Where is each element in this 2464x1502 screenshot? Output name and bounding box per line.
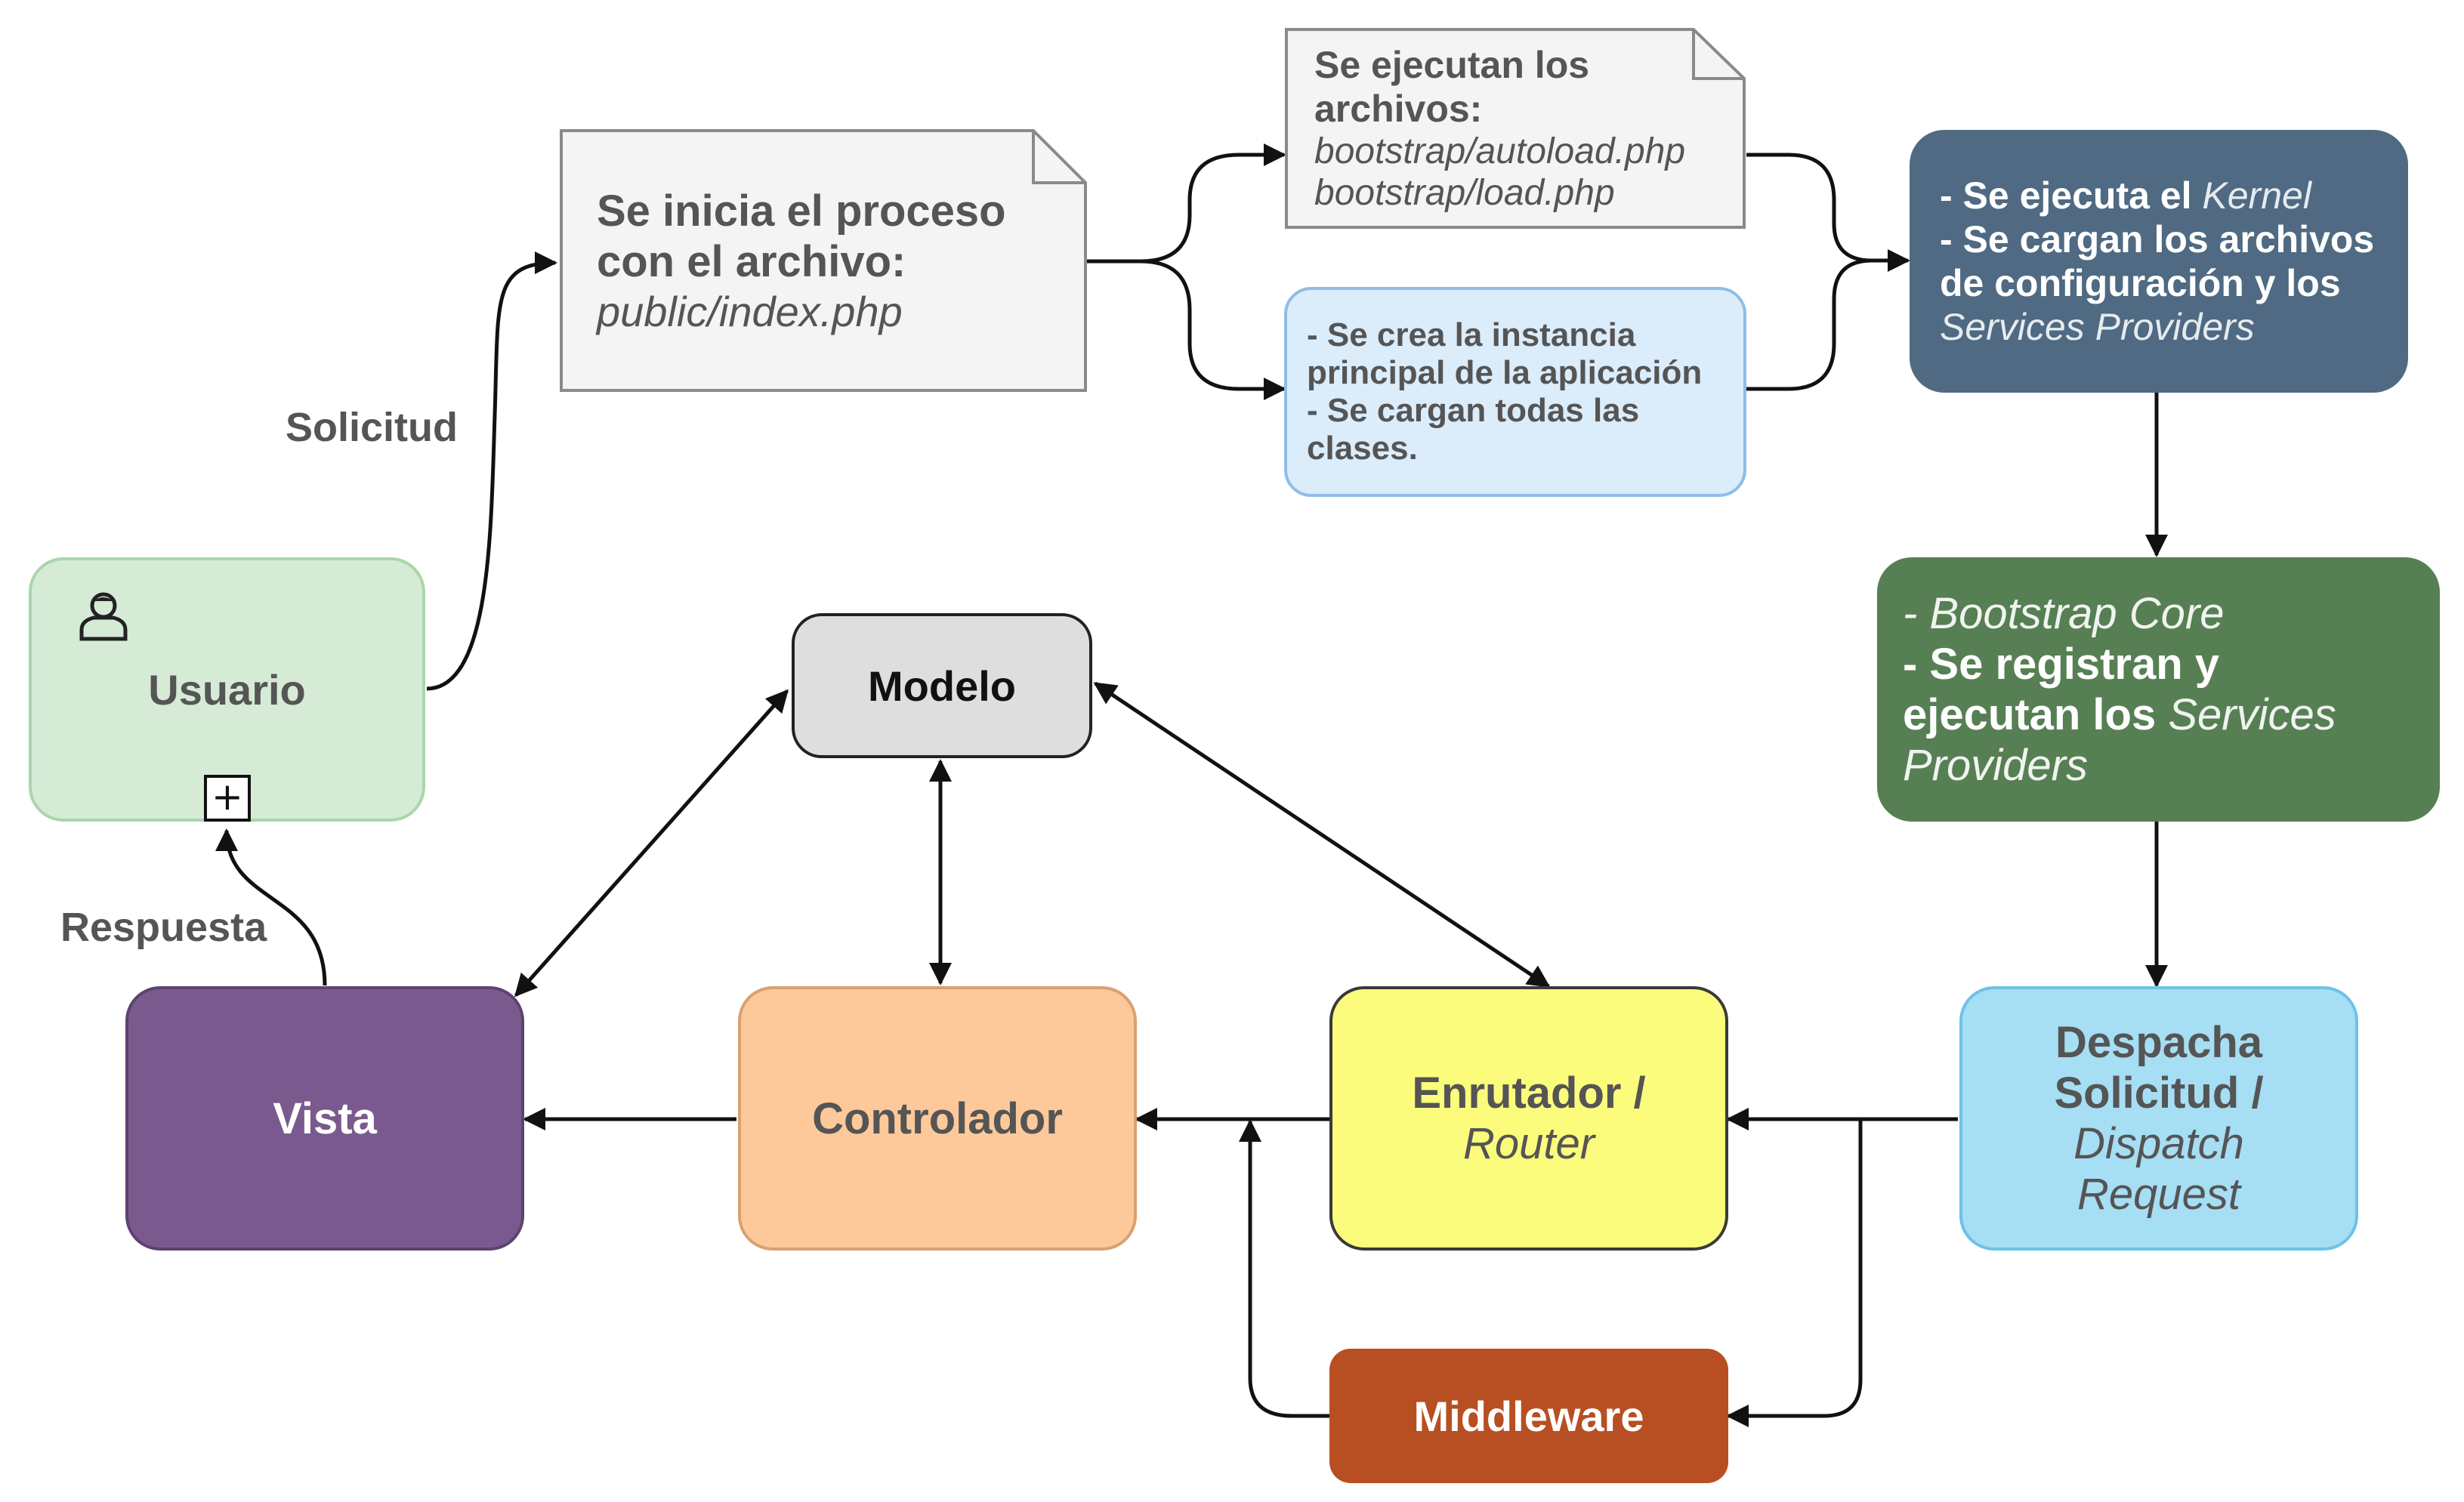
respuesta-label: Respuesta xyxy=(60,905,267,950)
note-index-line3: public/index.php xyxy=(597,287,903,335)
edge-usuario-to-index xyxy=(426,251,557,691)
note-index-line2: con el archivo: xyxy=(597,236,906,286)
edge-middleware-back xyxy=(1239,1119,1329,1418)
note-index-line1: Se inicia el proceso xyxy=(597,186,1006,236)
middleware-node[interactable]: Middleware xyxy=(1329,1349,1728,1483)
vista-label: Vista xyxy=(273,1093,377,1143)
edge-modelo-enrutador xyxy=(1093,681,1551,988)
instancia-line2: principal de la aplicación xyxy=(1307,354,1703,391)
edge-vista-to-usuario xyxy=(215,828,327,986)
despacha-node[interactable]: Despacha Solicitud / Dispatch Request xyxy=(1959,986,2358,1251)
instancia-line4: clases. xyxy=(1307,430,1418,467)
core-line3-text: ejecutan los xyxy=(1903,690,2169,739)
core-line3-services: Services xyxy=(2168,690,2336,739)
enrutador-node[interactable]: Enrutador / Router xyxy=(1329,986,1728,1251)
note-bootstrap-line2: archivos: xyxy=(1314,88,1483,130)
edge-modelo-vista xyxy=(514,689,789,998)
user-icon xyxy=(76,588,131,643)
controlador-node[interactable]: Controlador xyxy=(738,986,1137,1251)
instancia-line1: - Se crea la instancia xyxy=(1307,316,1636,353)
core-line3: ejecutan los Services xyxy=(1903,689,2336,740)
note-index-php: Se inicia el proceso con el archivo: pub… xyxy=(559,128,1088,393)
bootstrap-core-node[interactable]: - Bootstrap Core - Se registran y ejecut… xyxy=(1877,557,2440,822)
kernel-line1: - Se ejecuta el Kernel xyxy=(1940,174,2311,217)
controlador-label: Controlador xyxy=(812,1093,1063,1143)
despacha-line4: Request xyxy=(2076,1170,2241,1219)
despacha-line2: Solicitud / xyxy=(2054,1069,2264,1118)
core-line1: - Bootstrap Core xyxy=(1903,589,2225,638)
solicitud-label: Solicitud xyxy=(286,405,458,450)
kernel-line1-text: - Se ejecuta el xyxy=(1940,174,2203,217)
kernel-line2: - Se cargan los archivos xyxy=(1940,218,2375,261)
instancia-node[interactable]: - Se crea la instancia principal de la a… xyxy=(1284,287,1746,497)
kernel-line3: de configuración y los xyxy=(1940,262,2341,304)
vista-node[interactable]: Vista xyxy=(125,986,524,1251)
core-line4: Providers xyxy=(1903,741,2088,790)
middleware-label: Middleware xyxy=(1413,1392,1644,1440)
note-bootstrap-files: Se ejecutan los archivos: bootstrap/auto… xyxy=(1284,27,1746,230)
kernel-line1-kernel: Kernel xyxy=(2202,174,2311,217)
instancia-line3: - Se cargan todas las xyxy=(1307,392,1640,429)
usuario-label: Usuario xyxy=(148,665,306,714)
note-bootstrap-line4: bootstrap/load.php xyxy=(1314,173,1615,213)
enrutador-line1: Enrutador / xyxy=(1412,1069,1646,1118)
core-line2: - Se registran y xyxy=(1903,640,2220,689)
despacha-line3: Dispatch xyxy=(2073,1119,2244,1168)
note-bootstrap-line1: Se ejecutan los xyxy=(1314,44,1590,86)
edge-index-to-bootstrap xyxy=(1086,143,1286,264)
modelo-node[interactable]: Modelo xyxy=(792,613,1092,758)
despacha-line1: Despacha xyxy=(2055,1018,2263,1067)
kernel-node[interactable]: - Se ejecuta el Kernel - Se cargan los a… xyxy=(1910,130,2408,393)
edge-split-to-middleware xyxy=(1726,1119,1863,1427)
usuario-node[interactable]: Usuario + xyxy=(29,557,425,822)
edge-instancia-to-kernel xyxy=(1746,258,1873,391)
kernel-line4: Services Providers xyxy=(1940,306,2255,348)
enrutador-line2: Router xyxy=(1462,1119,1595,1168)
edge-bootstrap-to-kernel xyxy=(1746,153,1910,272)
note-bootstrap-line3: bootstrap/autoload.php xyxy=(1314,131,1686,171)
edge-index-to-instancia xyxy=(1140,259,1286,400)
plus-box-icon[interactable]: + xyxy=(204,775,251,822)
modelo-label: Modelo xyxy=(868,662,1016,710)
